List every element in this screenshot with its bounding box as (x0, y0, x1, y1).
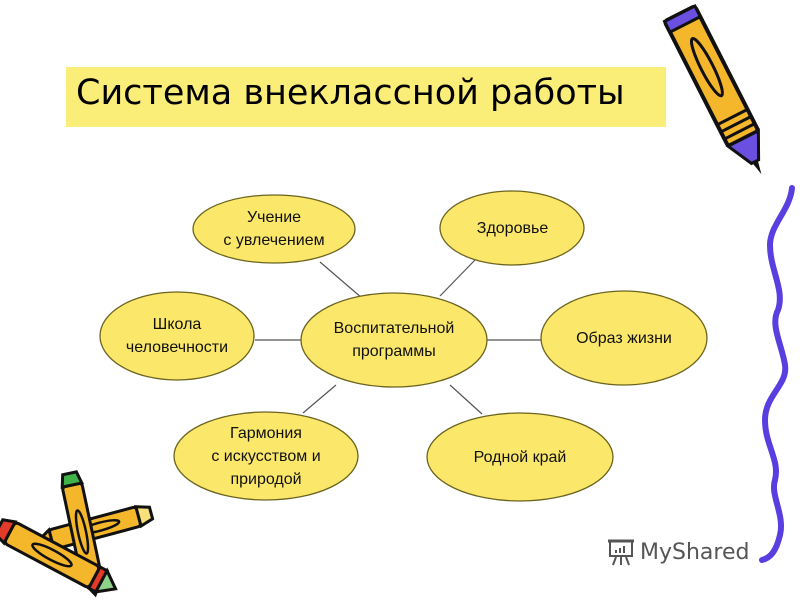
node-shape-obraz (540, 290, 708, 386)
connector-uchenie (319, 261, 363, 299)
connector-rodnoy (449, 384, 483, 415)
node-shape-center (300, 292, 488, 388)
watermark: MyShared (606, 537, 749, 567)
node-shape-rodnoy (426, 412, 614, 502)
node-center: Воспитательной программы (333, 320, 455, 360)
node-zdorovie: Здоровье (476, 219, 549, 237)
node-shape-garmonia (173, 411, 359, 501)
connectors (255, 259, 541, 415)
page-title: Система внеклассной работы (76, 73, 625, 113)
node-shape-shkola (99, 291, 255, 381)
squiggle-line (759, 185, 795, 563)
title-banner: Система внеклассной работы (66, 67, 666, 127)
pencil-icon (662, 3, 762, 175)
node-uchenie: Учение с увлечением (223, 209, 325, 249)
node-shkola: Школа человечности (125, 316, 229, 356)
crossed-pencils-icon (0, 470, 155, 598)
connector-garmonia (302, 384, 337, 414)
node-obraz: Образ жизни (576, 329, 672, 347)
connector-zdorovie (439, 259, 476, 297)
node-rodnoy: Родной край (473, 448, 567, 466)
presentation-board-icon (608, 539, 634, 566)
node-shape-uchenie (192, 194, 356, 264)
node-shape-zdorovie (439, 190, 585, 266)
node-garmonia: Гармония с искусством и природой (211, 424, 321, 488)
watermark-text: MyShared (640, 539, 750, 565)
